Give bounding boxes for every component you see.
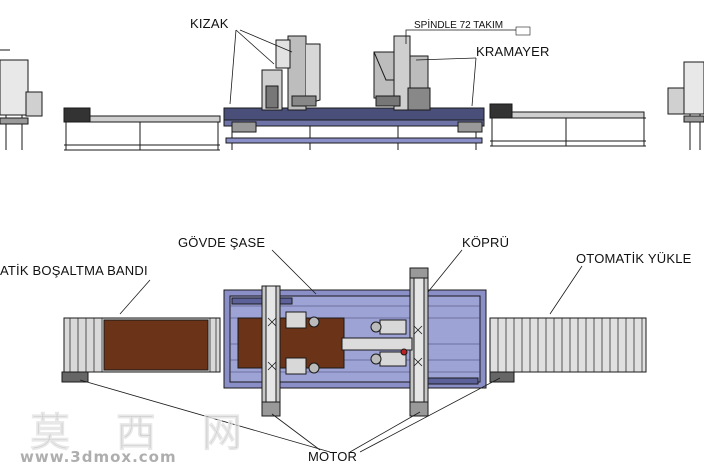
- main-machine-side: [223, 35, 485, 150]
- label-unloading-belt: ATİK BOŞALTMA BANDI: [0, 263, 148, 278]
- loading-table-plan: [489, 317, 647, 383]
- label-kramayer: KRAMAYER: [476, 44, 550, 59]
- label-auto-loading: OTOMATİK YÜKLE: [576, 251, 692, 266]
- label-motor: MOTOR: [308, 449, 358, 464]
- right-roller-table-side: [489, 103, 646, 147]
- left-partial-machine: [0, 49, 43, 150]
- label-kizak: KIZAK: [190, 16, 229, 31]
- side-view-leaders: [229, 26, 531, 107]
- chassis-plan: [223, 267, 487, 417]
- right-partial-machine: [667, 61, 704, 150]
- left-roller-table-side: [63, 107, 221, 151]
- label-spindle: SPİNDLE 72 TAKIM: [414, 20, 504, 31]
- label-bridge: KÖPRÜ: [462, 235, 510, 250]
- unloading-belt-plan: [61, 317, 221, 383]
- plan-view: [61, 249, 647, 453]
- watermark-chinese: 莫 西 网: [30, 409, 258, 457]
- label-body-chassis: GÖVDE ŞASE: [178, 235, 266, 250]
- watermark-url: www.3dmox.com: [20, 448, 177, 466]
- plan-view-leaders: [79, 249, 583, 453]
- side-elevation-view: [0, 26, 704, 151]
